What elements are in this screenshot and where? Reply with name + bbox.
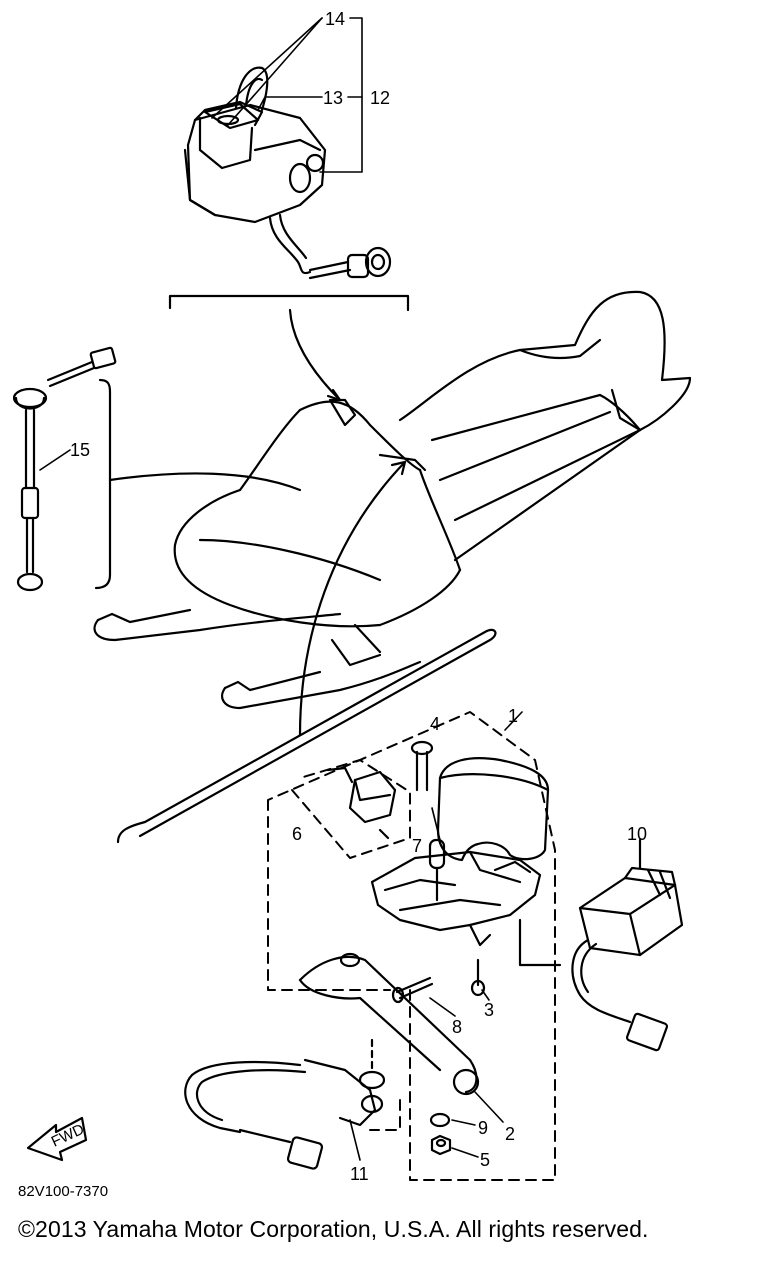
callout-14: 14 [325, 9, 345, 29]
callout-9: 9 [478, 1118, 488, 1138]
leader-lines [39, 17, 641, 1161]
callout-13: 13 [323, 88, 343, 108]
callout-5: 5 [480, 1150, 490, 1170]
callout-1: 1 [508, 706, 518, 726]
snowmobile-outline [93, 290, 692, 844]
callout-4: 4 [430, 714, 440, 734]
screw-4 [410, 740, 434, 792]
switch-unit-10 [518, 838, 684, 1052]
callout-7: 7 [412, 836, 422, 856]
throttle-assembly-boundary [267, 711, 556, 1181]
nut-5 [430, 1134, 452, 1156]
leader-arrow [298, 460, 407, 737]
callout-6: 6 [292, 824, 302, 844]
throttle-housing [298, 838, 542, 1096]
callout-12: 12 [370, 88, 390, 108]
fwd-arrow-icon [26, 1116, 88, 1162]
callout-2: 2 [505, 1124, 515, 1144]
callout-3: 3 [484, 1000, 494, 1020]
leader-arrow [390, 460, 407, 476]
copyright-notice: ©2013 Yamaha Motor Corporation, U.S.A. A… [18, 1216, 649, 1242]
callout-15: 15 [70, 440, 90, 460]
sensor-lead-15 [12, 346, 302, 592]
leader-arrow [326, 388, 342, 402]
callout-labels: 14 13 12 15 1 4 6 7 10 3 8 9 2 5 11 FWD … [18, 9, 647, 1200]
callout-8: 8 [452, 1017, 462, 1037]
throttle-cover [436, 757, 550, 862]
leader-arrow [288, 308, 342, 402]
throttle-cable-11 [184, 1038, 386, 1170]
drawing-code: 82V100-7370 [18, 1183, 108, 1200]
callout-10: 10 [627, 824, 647, 844]
callout-11: 11 [350, 1164, 369, 1184]
washer-9 [429, 1112, 451, 1128]
stop-switch-6 [326, 766, 397, 840]
